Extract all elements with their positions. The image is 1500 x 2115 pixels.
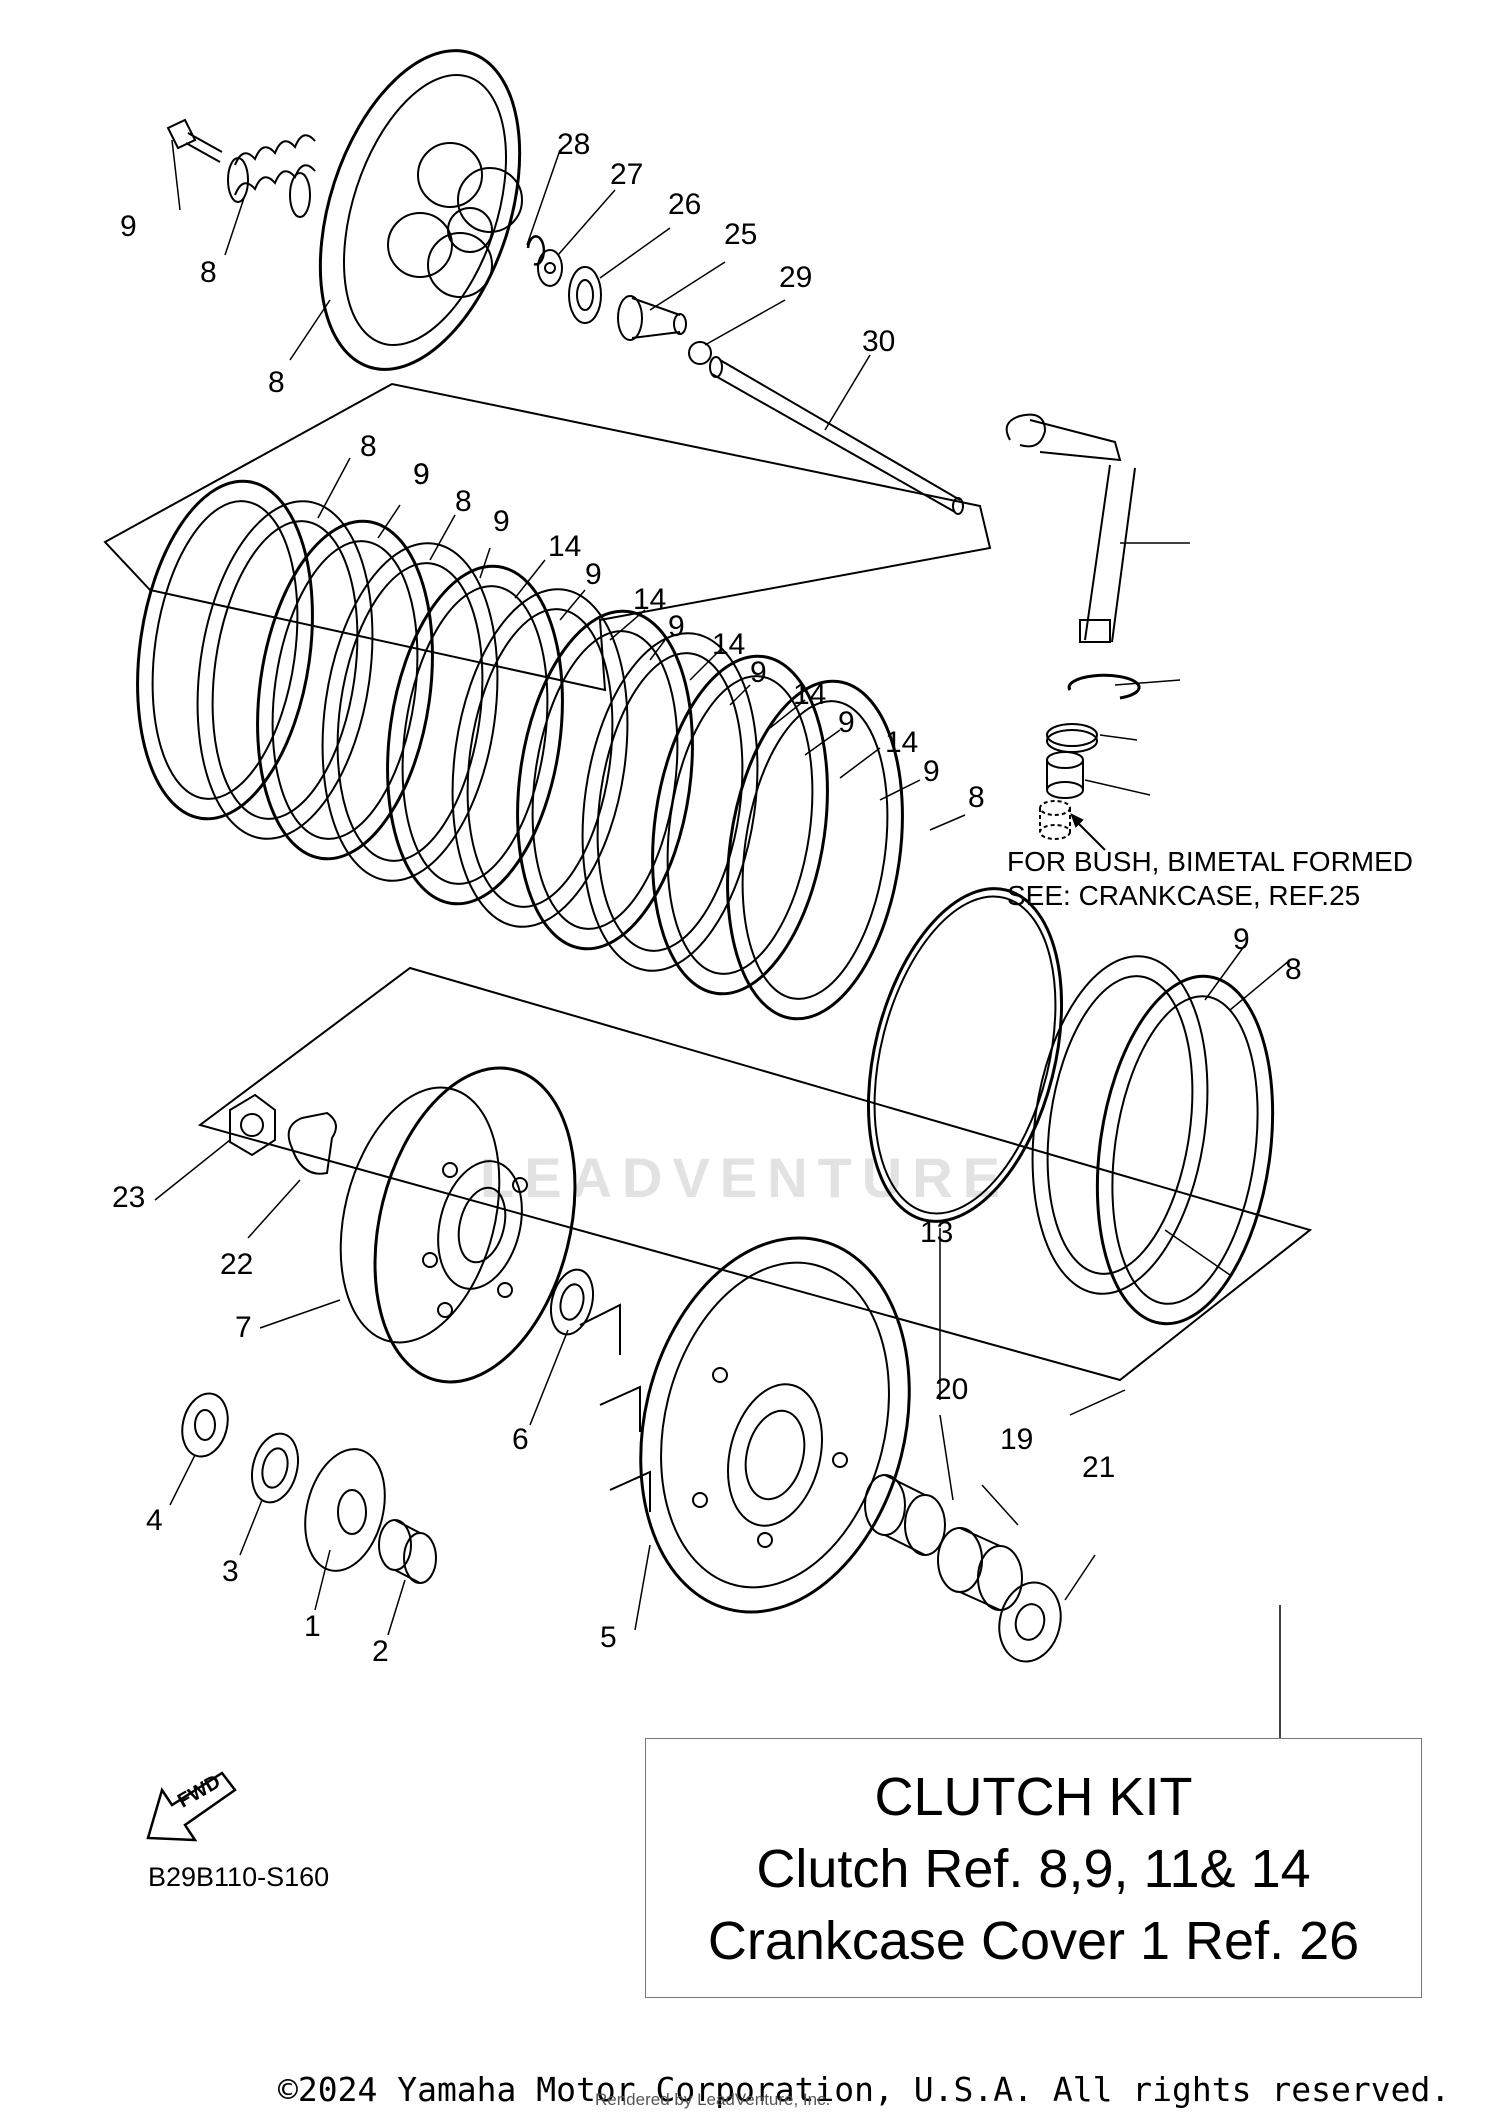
callout-1: 1 bbox=[304, 1610, 321, 1643]
callout-9-8: 9 bbox=[1233, 923, 1250, 956]
pressure-plate bbox=[318, 49, 523, 371]
callout-14-1: 14 bbox=[548, 530, 582, 563]
clutch-boss bbox=[339, 1066, 577, 1384]
callout-13: 13 bbox=[920, 1216, 954, 1249]
callout-2: 2 bbox=[372, 1635, 389, 1668]
callout-16: 20 bbox=[935, 1373, 969, 1406]
spacer bbox=[181, 1392, 229, 1458]
thrust-washer bbox=[251, 1432, 299, 1504]
callout-11: 8 bbox=[200, 256, 217, 289]
callout-19: 23 bbox=[112, 1181, 146, 1214]
callout-15: 19 bbox=[1000, 1423, 1034, 1456]
thrust-bearing bbox=[568, 266, 602, 324]
circlip bbox=[526, 235, 546, 266]
callout-20: 25 bbox=[724, 218, 758, 251]
kit-line-2: Clutch Ref. 8,9, 11& 14 bbox=[756, 1839, 1311, 1899]
callout-18: 22 bbox=[220, 1248, 254, 1281]
oil-seal bbox=[1046, 723, 1098, 747]
leader-lines bbox=[154, 139, 1291, 1738]
callout-10: 8 bbox=[268, 366, 285, 399]
callout-14-2: 14 bbox=[633, 583, 667, 616]
callout-5: 5 bbox=[600, 1621, 617, 1654]
plate-stack-frame bbox=[103, 382, 992, 692]
ball bbox=[688, 341, 712, 365]
lock-washer bbox=[287, 1111, 337, 1175]
note-line-1: FOR BUSH, BIMETAL FORMED bbox=[1007, 846, 1414, 877]
callout-6: 6 bbox=[512, 1423, 529, 1456]
callout-22: 27 bbox=[610, 158, 644, 191]
push-rod-2 bbox=[709, 356, 964, 515]
clutch-boss-frame bbox=[197, 966, 1313, 1382]
wire-ring bbox=[866, 887, 1064, 1223]
bush bbox=[1039, 800, 1071, 840]
callout-12: 9 bbox=[120, 210, 137, 243]
callout-3: 3 bbox=[222, 1555, 239, 1588]
kit-title: CLUTCH KIT bbox=[874, 1767, 1193, 1827]
washer-17 bbox=[998, 1581, 1062, 1663]
callout-7: 7 bbox=[235, 1311, 252, 1344]
callout-25: 30 bbox=[862, 325, 896, 358]
callout-24: 29 bbox=[779, 261, 813, 294]
callout-8-3: 8 bbox=[968, 781, 985, 814]
fwd-arrow-icon bbox=[146, 1771, 237, 1842]
plate-pair-right bbox=[1031, 955, 1275, 1326]
collar bbox=[378, 1519, 437, 1584]
watermark: LEADVENTURE bbox=[480, 1146, 1011, 1209]
nut bbox=[229, 1093, 276, 1157]
note-line-2: SEE: CRANKCASE, REF.25 bbox=[1007, 880, 1361, 911]
clutch-housing bbox=[579, 1236, 911, 1614]
callout-9-5: 9 bbox=[750, 656, 767, 689]
callout-8-4: 8 bbox=[1285, 953, 1302, 986]
collar-16 bbox=[864, 1474, 946, 1556]
push-lever-shaft bbox=[1005, 413, 1136, 643]
push-rod-1 bbox=[617, 295, 687, 341]
callout-8-top: 8 bbox=[360, 430, 377, 463]
spring bbox=[227, 134, 316, 218]
clutch-kit-box: CLUTCH KIT Clutch Ref. 8,9, 11& 14 Crank… bbox=[645, 1738, 1422, 1998]
friction-plate-stack bbox=[136, 479, 904, 1021]
callout-14-5: 14 bbox=[885, 726, 919, 759]
callout-9-1-visible: 9 bbox=[413, 458, 430, 491]
washer bbox=[537, 249, 563, 287]
callout-9-4: 9 bbox=[668, 610, 685, 643]
callout-9-7: 9 bbox=[923, 755, 940, 788]
copyright: ©2024 Yamaha Motor Corporation, U.S.A. A… bbox=[278, 2070, 1451, 2109]
callout-9-3: 9 bbox=[585, 558, 602, 591]
kit-line-3: Crankcase Cover 1 Ref. 26 bbox=[707, 1911, 1360, 1971]
rendered-by: Rendered by LeadVenture, Inc. bbox=[595, 2090, 831, 2109]
callout-9-2: 9 bbox=[493, 505, 510, 538]
callout-9-1: 9 bbox=[413, 458, 430, 491]
callout-23: 28 bbox=[557, 128, 591, 161]
callout-14-3: 14 bbox=[712, 628, 746, 661]
callout-17: 21 bbox=[1082, 1451, 1116, 1484]
circlip-29 bbox=[1067, 673, 1141, 700]
callout-9-6: 9 bbox=[838, 706, 855, 739]
callout-4: 4 bbox=[146, 1504, 163, 1537]
needle-bearing-27 bbox=[1046, 751, 1084, 799]
callout-8-2: 8 bbox=[455, 485, 472, 518]
callout-21: 26 bbox=[668, 188, 702, 221]
primary-gear bbox=[304, 1448, 386, 1572]
washer-6 bbox=[550, 1268, 594, 1336]
diagram-code: B29B110-S160 bbox=[148, 1862, 330, 1892]
bolt bbox=[166, 118, 223, 163]
callout-14-4: 14 bbox=[793, 678, 827, 711]
needle-bearing-15 bbox=[937, 1527, 1023, 1611]
